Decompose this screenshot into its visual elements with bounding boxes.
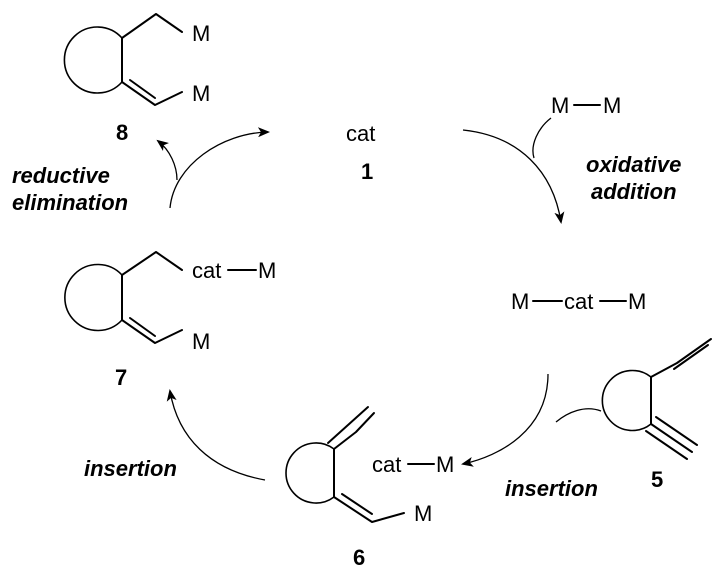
reagent-m-m: M M xyxy=(551,93,621,118)
step-oxidative: oxidative xyxy=(586,152,681,177)
alkyne-5-a xyxy=(650,423,693,453)
compound-number-8: 8 xyxy=(116,120,128,145)
compound-6-vinyl-double xyxy=(341,493,373,515)
ring-6 xyxy=(285,442,335,504)
arrow-to-product-8 xyxy=(156,139,178,181)
step-addition: addition xyxy=(591,179,677,204)
step-insertion-right: insertion xyxy=(505,476,598,501)
ch2-bond-7 xyxy=(121,251,183,276)
arrow-reagent-in xyxy=(532,117,552,159)
complex-cat: cat xyxy=(564,289,593,314)
compound-7: cat M M 7 xyxy=(64,251,276,390)
vinyl-6 xyxy=(333,412,375,450)
vinyl-bond-7 xyxy=(121,319,183,344)
compound-number-1: 1 xyxy=(361,159,373,184)
arrow-insertion-right xyxy=(461,373,549,467)
vinyl-double-8 xyxy=(129,79,156,99)
atom-m-top-8: M xyxy=(192,21,210,46)
alkyne-5-c xyxy=(645,430,688,460)
reagent-m-right: M xyxy=(603,93,621,118)
step-insertion-left: insertion xyxy=(84,456,177,481)
ring-8 xyxy=(63,26,123,94)
compound-number-7: 7 xyxy=(115,365,127,390)
compound-number-6: 6 xyxy=(353,545,365,570)
compound-6: cat M M 6 xyxy=(285,406,454,570)
complex-m-cat-m: M cat M xyxy=(511,289,646,314)
ch2-bond-8 xyxy=(121,13,183,39)
compound-6-cat: cat xyxy=(372,452,401,477)
compound-7-atom-m: M xyxy=(258,258,276,283)
ring-7 xyxy=(64,263,123,332)
compound-5-enyne: 5 xyxy=(601,338,712,492)
compound-6-atom-m-bottom: M xyxy=(414,501,432,526)
complex-m-right: M xyxy=(628,289,646,314)
compound-7-atom-m-bottom: M xyxy=(192,329,210,354)
alkyne-5-b xyxy=(655,416,698,446)
compound-number-5: 5 xyxy=(651,467,663,492)
catalyst-label-1: cat xyxy=(346,121,375,146)
arrow-insertion-left xyxy=(166,389,266,481)
vinyl-double-7 xyxy=(129,317,156,337)
compound-6-atom-m: M xyxy=(436,452,454,477)
compound-8: M M 8 xyxy=(63,13,210,145)
arrow-reductive-elimination xyxy=(169,127,270,209)
atom-m-bottom-8: M xyxy=(192,81,210,106)
vinyl-6-double xyxy=(327,406,369,444)
arrow-oxidative-addition xyxy=(462,129,565,224)
reagent-m-left: M xyxy=(551,93,569,118)
vinyl-bond-8 xyxy=(121,81,183,106)
complex-m-left: M xyxy=(511,289,529,314)
compound-6-vinyl-m xyxy=(333,496,405,523)
compound-7-cat: cat xyxy=(192,258,221,283)
vinyl-5-double xyxy=(673,344,709,370)
ring-5 xyxy=(601,369,652,432)
step-elimination: elimination xyxy=(12,190,128,215)
arrow-enyne-in xyxy=(555,408,602,423)
step-reductive: reductive xyxy=(12,163,110,188)
vinyl-5 xyxy=(650,338,712,378)
